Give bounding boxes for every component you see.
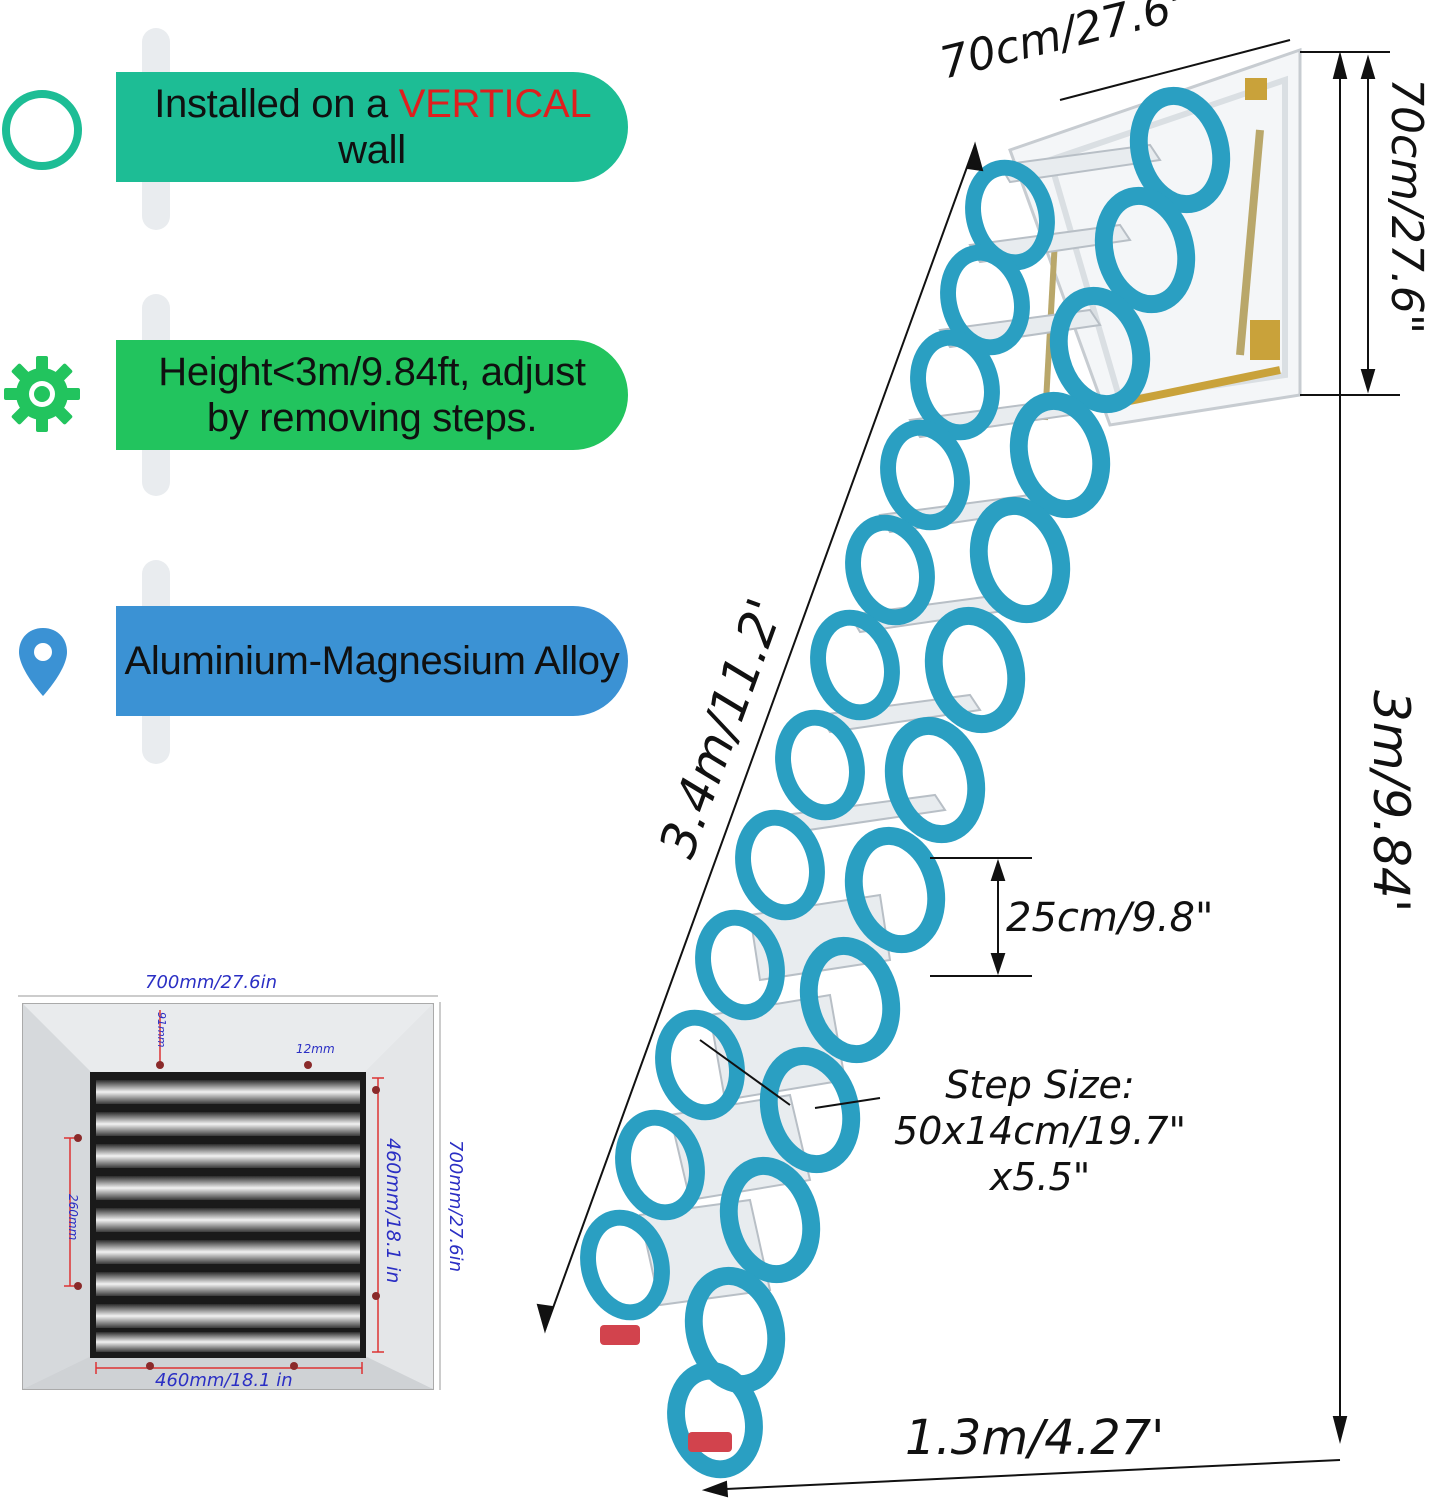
plate-left-spacing: 260mm — [66, 1194, 80, 1241]
plate-top-offset: 91mm — [155, 1012, 168, 1048]
dimension-box-height: 70cm/27.6" — [1381, 78, 1432, 335]
hatch-plate-drawing — [18, 995, 441, 1390]
circle-icon — [2, 90, 82, 170]
dimension-step-gap: 25cm/9.8" — [1006, 895, 1214, 941]
ladder-feet — [600, 1325, 732, 1452]
feature-text: Aluminium-Magnesium Alloy — [124, 639, 620, 683]
step-size-label: Step Size: 50x14cm/19.7" x5.5" — [894, 1063, 1186, 1199]
gear-icon — [4, 356, 80, 432]
dimension-base-width: 1.3m/4.27' — [905, 1410, 1165, 1466]
dimension-total-height: 3m/9.84' — [1362, 690, 1420, 913]
feature-banner-vertical-wall: Installed on a VERTICAL wall — [116, 72, 628, 182]
plate-inner-width: 460mm/18.1 in — [155, 1370, 293, 1391]
plate-outer-height: 700mm/27.6in — [445, 1140, 466, 1272]
ladder-links-left — [580, 159, 1055, 1321]
location-pin-icon — [19, 628, 67, 696]
plate-inner-height: 460mm/18.1 in — [382, 1138, 404, 1284]
plate-hole-size: 12mm — [296, 1042, 335, 1056]
feature-text: Height<3m/9.84ft, adjust by removing ste… — [158, 350, 586, 440]
plate-outer-width: 700mm/27.6in — [145, 972, 277, 993]
feature-banner-height: Height<3m/9.84ft, adjust by removing ste… — [116, 340, 628, 450]
feature-text: Installed on a VERTICAL wall — [154, 82, 590, 172]
feature-banner-material: Aluminium-Magnesium Alloy — [116, 606, 628, 716]
dimension-lines — [536, 39, 1400, 1498]
ladder-links-right — [667, 86, 1231, 1479]
feature-highlight: VERTICAL — [398, 82, 590, 126]
